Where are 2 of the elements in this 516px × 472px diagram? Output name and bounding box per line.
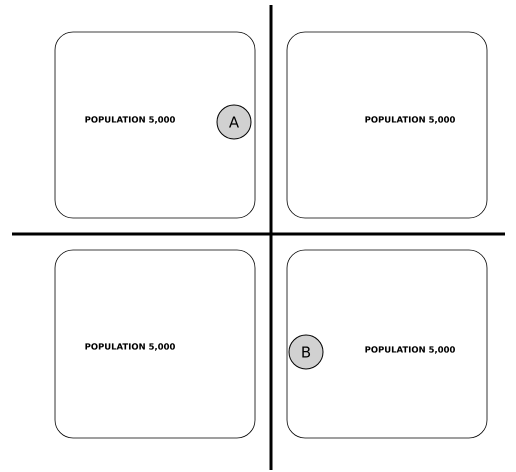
population-box: POPULATION 5,000 <box>286 32 488 218</box>
population-box: POPULATION 5,000 <box>54 250 256 438</box>
